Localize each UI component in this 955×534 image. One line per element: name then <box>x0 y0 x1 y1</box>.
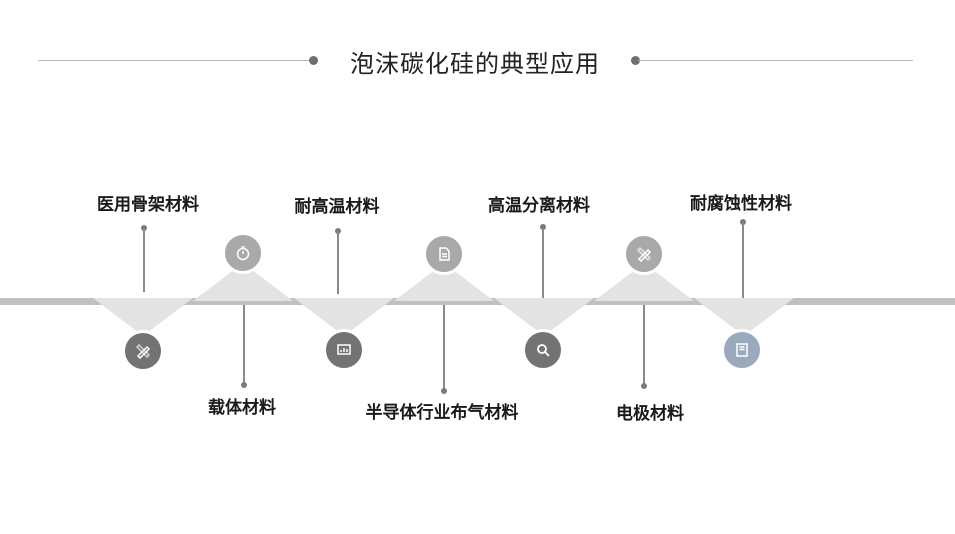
pencil-ruler-icon <box>636 246 652 262</box>
label-carrier: 载体材料 <box>208 398 276 418</box>
label-semiconductor-gas: 半导体行业布气材料 <box>365 403 519 423</box>
pencil-ruler-icon <box>135 343 151 359</box>
stopwatch-icon <box>236 246 250 261</box>
pin-3 <box>335 228 341 234</box>
label-electrode: 电极材料 <box>616 404 684 424</box>
page-title: 泡沫碳化硅的典型应用 <box>350 50 600 78</box>
label-corrosion-resistant: 耐腐蚀性材料 <box>690 194 792 214</box>
pin-6 <box>641 383 647 389</box>
label-high-temp-separation: 高温分离材料 <box>488 196 590 216</box>
pin-4 <box>441 388 447 394</box>
document-icon <box>439 247 450 261</box>
node-medical-scaffold[interactable] <box>122 330 164 372</box>
connector-4 <box>443 305 445 389</box>
pin-7 <box>740 219 746 225</box>
book-icon <box>736 343 748 357</box>
connector-7 <box>742 223 744 298</box>
connector-6 <box>643 305 645 386</box>
timeline-bar <box>0 298 955 305</box>
node-high-temp-separation[interactable] <box>522 329 564 371</box>
pin-1 <box>141 225 147 231</box>
node-corrosion-resistant[interactable] <box>721 329 763 371</box>
node-carrier[interactable] <box>222 232 264 274</box>
label-heat-resistant: 耐高温材料 <box>294 197 380 217</box>
header-dot-left <box>309 56 318 65</box>
magnifier-icon <box>537 344 550 357</box>
connector-5 <box>542 228 544 298</box>
header-line-left <box>38 60 313 61</box>
chart-monitor-icon <box>337 344 351 355</box>
header-dot-right <box>631 56 640 65</box>
connector-2 <box>243 305 245 383</box>
connector-3 <box>337 232 339 294</box>
pin-5 <box>540 224 546 230</box>
node-heat-resistant[interactable] <box>323 329 365 371</box>
header-line-right <box>638 60 913 61</box>
connector-1 <box>143 229 145 292</box>
label-medical-scaffold: 医用骨架材料 <box>97 195 199 215</box>
node-electrode[interactable] <box>623 233 665 275</box>
pin-2 <box>241 382 247 388</box>
node-semiconductor-gas[interactable] <box>423 233 465 275</box>
